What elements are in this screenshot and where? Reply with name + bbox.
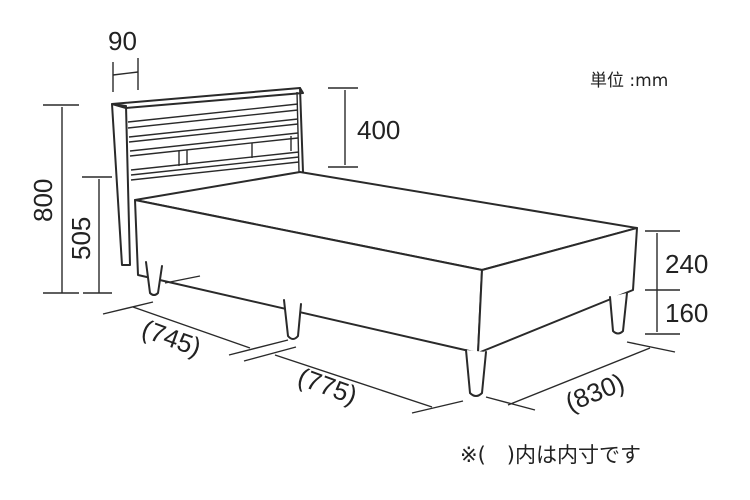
dim-inner-depth: (830) [561, 367, 629, 418]
dim-frame-height: 240 [665, 249, 708, 279]
footnote: ※( )内は内寸です [460, 443, 641, 467]
dim-inner-length: (775) [294, 361, 361, 410]
unit-label: 単位 :mm [590, 71, 668, 91]
dim-lower-height: 505 [66, 217, 96, 260]
bed-frame [134, 171, 638, 397]
dim-panel-height: 400 [357, 115, 400, 145]
dim-headboard-thickness: 90 [108, 26, 137, 56]
headboard [111, 87, 304, 266]
dimension-lines [43, 58, 680, 414]
dim-leg-height: 160 [665, 298, 708, 328]
dim-total-height: 800 [28, 179, 58, 222]
